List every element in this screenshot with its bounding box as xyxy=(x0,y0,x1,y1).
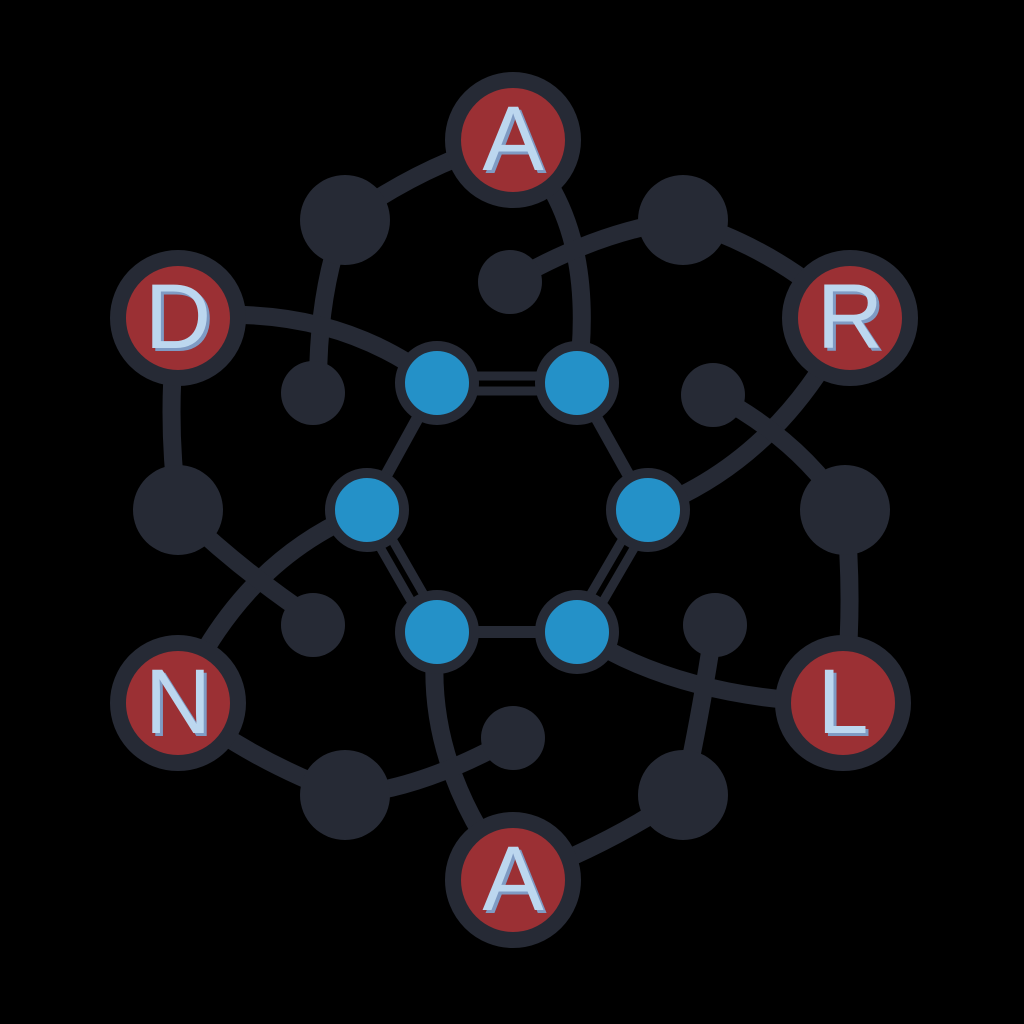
ring-node xyxy=(325,468,409,552)
letter-nodes: A A R R L L A A N N D D xyxy=(110,72,918,948)
svg-text:A: A xyxy=(485,91,547,193)
small-node xyxy=(281,593,345,657)
dark-node xyxy=(300,750,390,840)
letter-l: L xyxy=(817,651,868,753)
ring-node xyxy=(535,590,619,674)
small-node xyxy=(478,250,542,314)
svg-text:D: D xyxy=(148,269,214,371)
small-dark-nodes xyxy=(281,250,747,770)
hexagon-nodes xyxy=(325,341,690,674)
letter-node-a-bottom: A A xyxy=(445,812,581,948)
small-node xyxy=(281,361,345,425)
letter-node-l: L L xyxy=(775,635,911,771)
svg-text:R: R xyxy=(820,269,886,371)
letter-d: D xyxy=(145,266,211,368)
ring-node xyxy=(606,468,690,552)
ring-node xyxy=(395,341,479,425)
large-dark-nodes xyxy=(133,175,890,840)
ring-node xyxy=(535,341,619,425)
svg-text:L: L xyxy=(820,654,871,756)
letter-node-d: D D xyxy=(110,250,246,386)
letter-n: N xyxy=(145,651,211,753)
letter-node-n: N N xyxy=(110,635,246,771)
dark-node xyxy=(800,465,890,555)
svg-text:N: N xyxy=(148,654,214,756)
svg-text:A: A xyxy=(485,831,547,933)
letter-node-a-top: A A xyxy=(445,72,581,208)
letter-node-r: R R xyxy=(782,250,918,386)
small-node xyxy=(681,363,745,427)
small-node xyxy=(683,593,747,657)
dark-node xyxy=(638,175,728,265)
letter-a: A xyxy=(482,828,544,930)
dark-node xyxy=(133,465,223,555)
dark-node xyxy=(300,175,390,265)
ring-node xyxy=(395,590,479,674)
dark-node xyxy=(638,750,728,840)
small-node xyxy=(481,706,545,770)
letter-a: A xyxy=(482,88,544,190)
letter-r: R xyxy=(817,266,883,368)
